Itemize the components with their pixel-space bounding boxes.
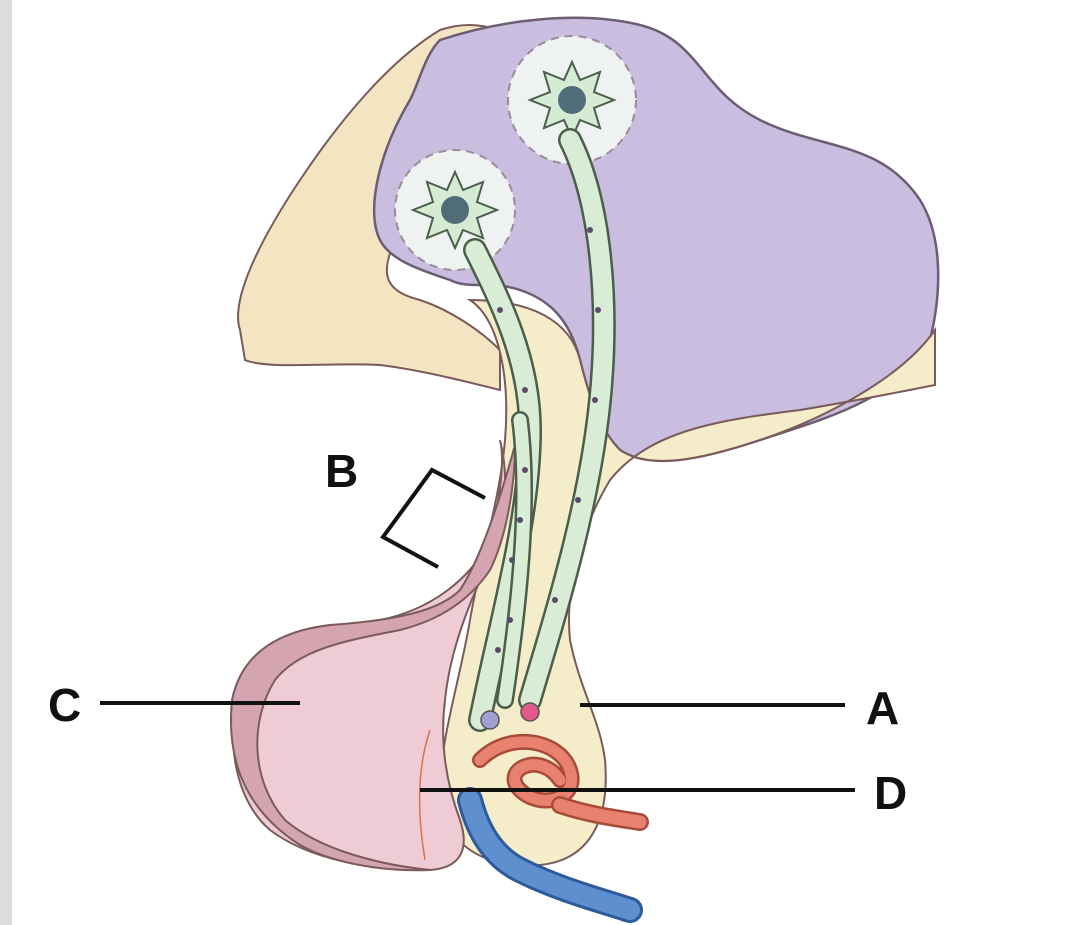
label-a: A — [866, 685, 899, 731]
bracket-b — [383, 470, 485, 567]
label-b: B — [325, 448, 358, 494]
label-d: D — [874, 770, 907, 816]
label-c: C — [48, 682, 81, 728]
left-edge-strip — [0, 0, 12, 925]
neuron-cell-body-icon — [395, 150, 515, 270]
